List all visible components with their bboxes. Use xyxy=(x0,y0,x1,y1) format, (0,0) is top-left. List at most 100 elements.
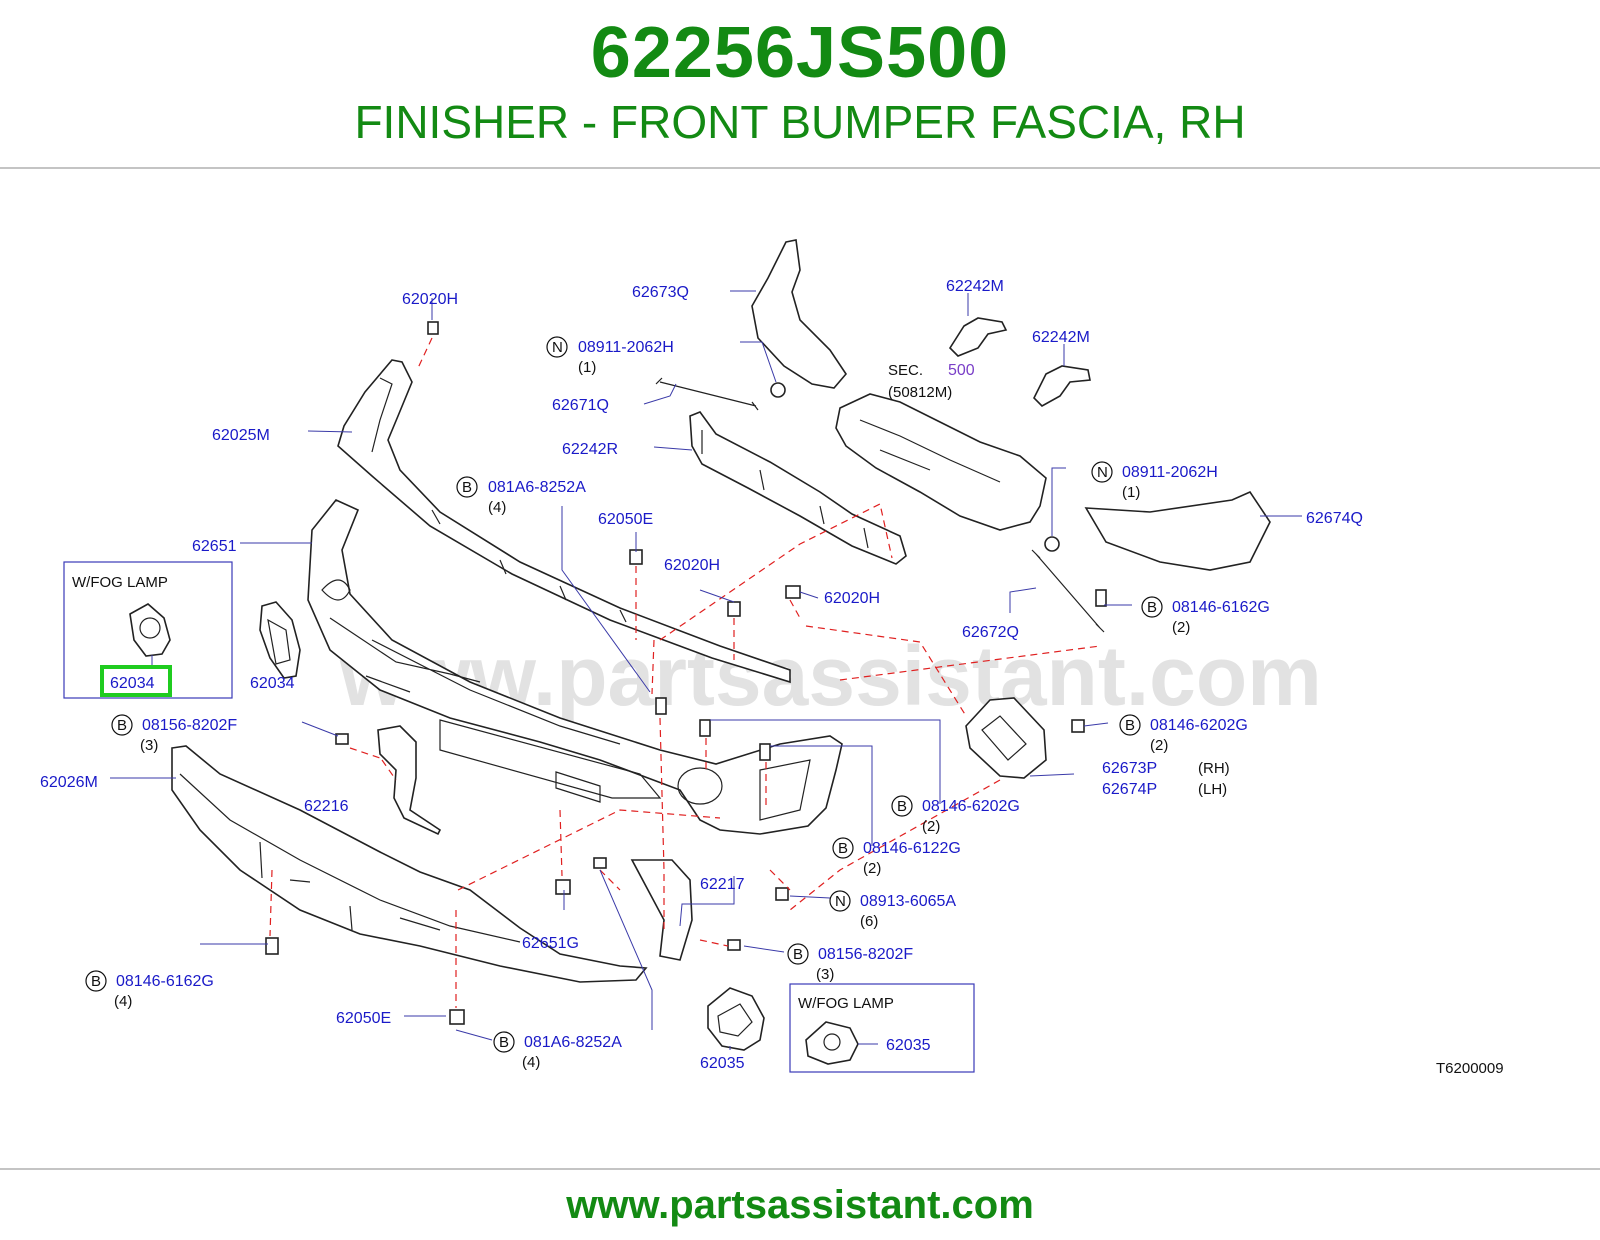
sec-number[interactable]: 500 xyxy=(948,362,975,379)
callout-62674p[interactable]: 62674P xyxy=(1102,781,1157,798)
side-62674p: (LH) xyxy=(1198,781,1227,798)
qty-08913: (6) xyxy=(860,913,878,930)
sec-ref: (50812M) xyxy=(888,384,952,401)
callout-62020h-top[interactable]: 62020H xyxy=(402,291,458,308)
part-62035-bezel[interactable] xyxy=(707,987,765,1051)
callout-62216[interactable]: 62216 xyxy=(304,798,349,815)
part-62216-bracket[interactable] xyxy=(377,725,442,836)
callout-08146-6202g-mid[interactable]: 08146-6202G xyxy=(922,798,1020,815)
prefix-b: B xyxy=(499,1034,509,1051)
prefix-b: B xyxy=(897,798,907,815)
callout-62651[interactable]: 62651 xyxy=(192,538,237,555)
callout-62035-box[interactable]: 62035 xyxy=(886,1037,931,1054)
clip-62651g[interactable] xyxy=(555,879,571,895)
callout-08146-6202g-right[interactable]: 08146-6202G xyxy=(1150,717,1248,734)
callout-62242m-b[interactable]: 62242M xyxy=(1032,329,1090,346)
callout-62050e-bottom[interactable]: 62050E xyxy=(336,1010,391,1027)
prefix-b-circle xyxy=(787,943,809,965)
callout-62673p[interactable]: 62673P xyxy=(1102,760,1157,777)
part-62242r-bracket[interactable] xyxy=(689,411,907,565)
bolt-08146-6122g[interactable] xyxy=(759,743,771,761)
part-62672q-stay[interactable] xyxy=(1031,549,1105,633)
callout-62672q[interactable]: 62672Q xyxy=(962,624,1019,641)
callout-62242m-a[interactable]: 62242M xyxy=(946,278,1004,295)
part-62242m-bracket-a[interactable] xyxy=(948,317,1008,357)
prefix-b: B xyxy=(117,717,127,734)
footer-url[interactable]: www.partsassistant.com xyxy=(566,1183,1034,1227)
clip-62020h-mid[interactable] xyxy=(727,601,741,617)
callout-62651g[interactable]: 62651G xyxy=(522,935,579,952)
bolt-08156-left[interactable] xyxy=(335,733,349,745)
clip-62020h-top[interactable] xyxy=(427,321,439,335)
qty-08156-bottom: (3) xyxy=(816,966,834,983)
prefix-b-circle xyxy=(1119,714,1141,736)
callout-62020h-right[interactable]: 62020H xyxy=(824,590,880,607)
nut-08911-right[interactable] xyxy=(1044,536,1060,552)
prefix-b-circle xyxy=(1141,596,1163,618)
callout-08146-6122g[interactable]: 08146-6122G xyxy=(863,840,961,857)
bolt-62651g-side[interactable] xyxy=(593,857,607,869)
part-62673q-corner[interactable] xyxy=(751,239,848,389)
qty-08146-6202g-mid: (2) xyxy=(922,818,940,835)
clip-62050e-bottom[interactable] xyxy=(449,1009,465,1025)
bolt-08146-6202g-mid[interactable] xyxy=(699,719,711,737)
part-undercover-sec500[interactable] xyxy=(835,393,1047,531)
callout-081a6-top[interactable]: 081A6-8252A xyxy=(488,479,586,496)
part-number-title: 62256JS500 xyxy=(590,13,1010,93)
bolt-08146-6162g-left[interactable] xyxy=(265,937,279,955)
clip-62020h-right[interactable] xyxy=(785,585,801,599)
callout-62242r[interactable]: 62242R xyxy=(562,441,618,458)
part-62035-bezel-box xyxy=(805,1021,859,1065)
callout-62034-box[interactable]: 62034 xyxy=(110,675,155,692)
part-62651-fascia[interactable] xyxy=(307,499,843,835)
callout-62035[interactable]: 62035 xyxy=(700,1055,745,1072)
part-62242m-bracket-b[interactable] xyxy=(1033,365,1091,407)
callout-08911-right[interactable]: 08911-2062H xyxy=(1122,464,1218,481)
callout-08913[interactable]: 08913-6065A xyxy=(860,893,956,910)
callout-08156-left[interactable]: 08156-8202F xyxy=(142,717,237,734)
part-62034-bezel[interactable] xyxy=(259,601,301,679)
fog-lamp-box-right xyxy=(789,983,975,1073)
nut-08913[interactable] xyxy=(775,887,789,901)
part-62026m-absorber[interactable] xyxy=(171,745,648,983)
part-62673p-bracket[interactable] xyxy=(965,697,1047,779)
qty-08146-6122g: (2) xyxy=(863,860,881,877)
bolt-08156-bottom[interactable] xyxy=(727,939,741,951)
callout-62674q[interactable]: 62674Q xyxy=(1306,510,1363,527)
callout-08146-6162g-right[interactable]: 08146-6162G xyxy=(1172,599,1270,616)
prefix-n-circle xyxy=(546,336,568,358)
callout-62050e-top[interactable]: 62050E xyxy=(598,511,653,528)
callout-08146-6162g-left[interactable]: 08146-6162G xyxy=(116,973,214,990)
prefix-n: N xyxy=(552,339,563,356)
callout-62217[interactable]: 62217 xyxy=(700,876,745,893)
prefix-n-circle xyxy=(829,890,851,912)
callout-62671q[interactable]: 62671Q xyxy=(552,397,609,414)
qty-08146-6162g-left: (4) xyxy=(114,993,132,1010)
callout-62025m[interactable]: 62025M xyxy=(212,427,270,444)
qty-08146-6162g-right: (2) xyxy=(1172,619,1190,636)
nut-08911-top[interactable] xyxy=(770,382,786,398)
fog-lamp-box-left xyxy=(63,561,233,699)
part-description: FINISHER - FRONT BUMPER FASCIA, RH xyxy=(354,96,1246,148)
clip-62050e-top[interactable] xyxy=(629,549,643,565)
bolt-081a6-top[interactable] xyxy=(655,697,667,715)
prefix-b: B xyxy=(462,479,472,496)
bolt-08146-6202g-right[interactable] xyxy=(1071,719,1085,733)
part-62217-bracket[interactable] xyxy=(630,859,693,961)
callout-62673q[interactable]: 62673Q xyxy=(632,284,689,301)
qty-081a6-bottom: (4) xyxy=(522,1054,540,1071)
part-62025m-reinforcement[interactable] xyxy=(337,359,791,684)
callout-62026m[interactable]: 62026M xyxy=(40,774,98,791)
prefix-b: B xyxy=(1147,599,1157,616)
callout-08911-top[interactable]: 08911-2062H xyxy=(578,339,674,356)
bolt-08146-6162g-right[interactable] xyxy=(1095,589,1107,607)
prefix-b-circle xyxy=(111,714,133,736)
callout-62020h-mid[interactable]: 62020H xyxy=(664,557,720,574)
prefix-b-circle xyxy=(85,970,107,992)
callout-62034[interactable]: 62034 xyxy=(250,675,295,692)
header-divider xyxy=(0,167,1600,169)
callout-08156-bottom[interactable]: 08156-8202F xyxy=(818,946,913,963)
part-62674q-extension[interactable] xyxy=(1084,490,1271,571)
callout-081a6-bottom[interactable]: 081A6-8252A xyxy=(524,1034,622,1051)
part-62671q-stay[interactable] xyxy=(655,377,759,411)
